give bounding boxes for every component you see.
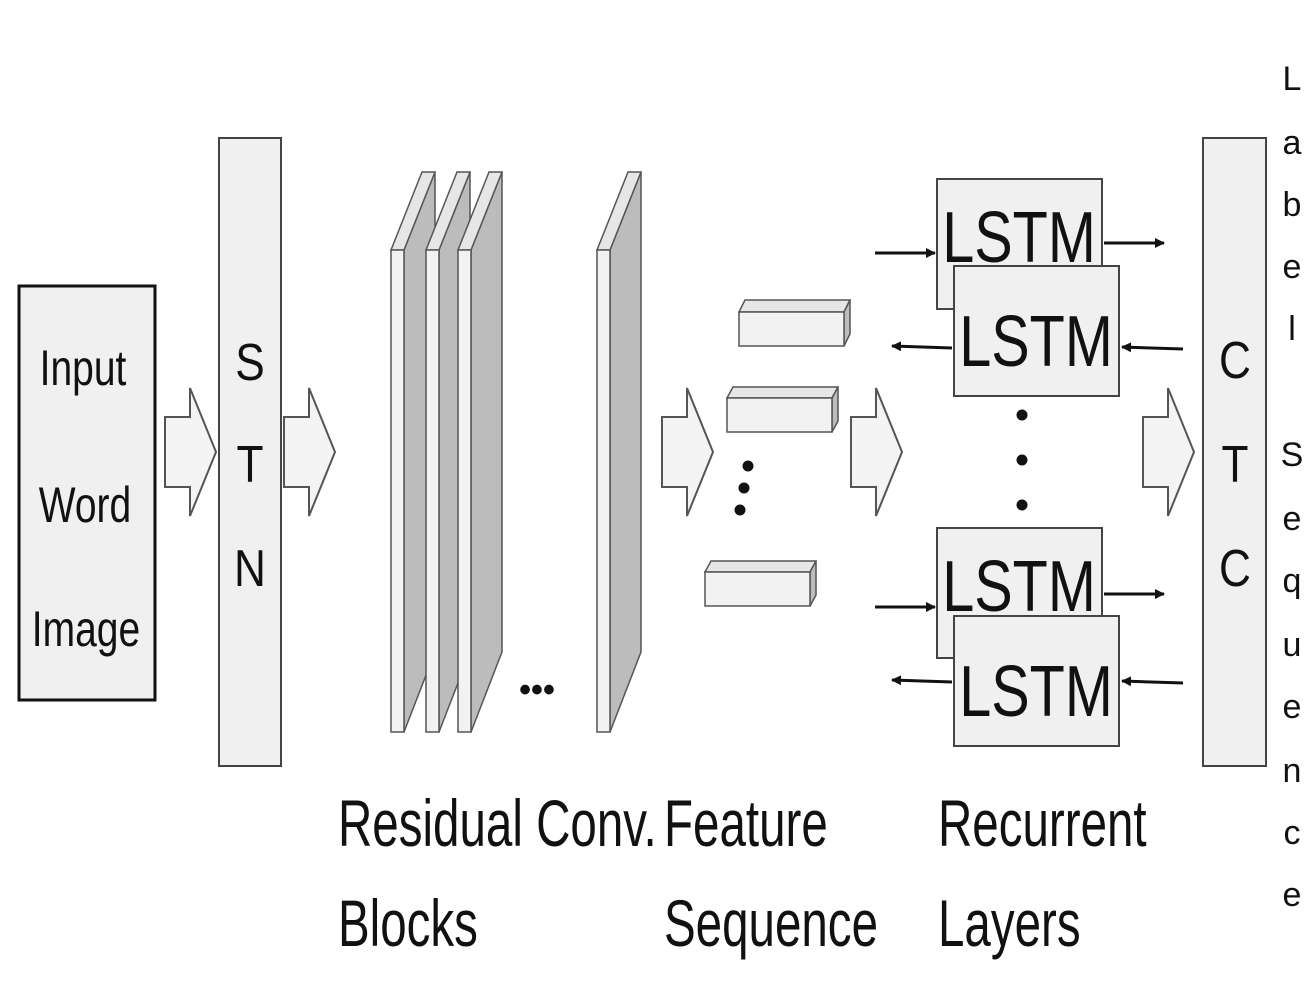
residual-conv-block-3 <box>456 171 504 733</box>
feature-ellipsis <box>734 460 754 516</box>
output-label-sequence: L a b e l S e q u e n c e <box>1281 60 1304 914</box>
lstm-backward-top: LSTM <box>953 265 1120 397</box>
feature-vector-2 <box>725 386 840 433</box>
flow-arrow-4 <box>850 387 904 517</box>
flow-arrow-3 <box>661 387 715 517</box>
output-letter: a <box>1283 124 1302 162</box>
input-label-line-1: Input <box>40 339 127 396</box>
caption-feature-line-2: Sequence <box>664 887 878 960</box>
lstm-label: LSTM <box>942 197 1096 278</box>
flow-arrow-5 <box>1142 387 1196 517</box>
lstm-ellipsis <box>1016 409 1028 511</box>
ctc-letter-2: T <box>1221 436 1248 494</box>
stn-box: S T N <box>218 137 282 767</box>
output-letter: S <box>1281 436 1304 474</box>
caption-recurrent-line-2: Layers <box>938 887 1081 960</box>
output-letter: e <box>1283 876 1302 914</box>
caption-residual-line-2: Blocks <box>338 887 478 960</box>
input-label-line-3: Image <box>32 600 140 657</box>
ctc-letter-3: C <box>1219 540 1251 598</box>
input-label-line-2: Word <box>39 476 131 533</box>
output-letter: u <box>1283 626 1302 664</box>
lstm-back-input-arrow-bottom <box>1121 676 1184 687</box>
flow-arrow-1 <box>164 387 218 517</box>
lstm-back-output-arrow-bottom <box>891 675 953 686</box>
ctc-letter-1: C <box>1219 332 1251 390</box>
lstm-label: LSTM <box>942 546 1096 627</box>
residual-conv-block-last <box>595 171 643 733</box>
flow-arrow-2 <box>283 387 337 517</box>
ctc-box: C T C <box>1202 137 1267 767</box>
feature-vector-last <box>703 560 818 607</box>
output-letter: c <box>1284 814 1301 852</box>
stn-letter-2: T <box>236 436 263 494</box>
lstm-back-output-arrow-top <box>891 341 953 352</box>
lstm-label: LSTM <box>959 301 1113 382</box>
caption-feature-line-1: Feature <box>664 787 828 860</box>
lstm-label: LSTM <box>959 651 1113 732</box>
stn-letter-1: S <box>235 334 264 392</box>
output-letter: e <box>1283 500 1302 538</box>
output-letter: e <box>1283 248 1302 286</box>
feature-vector-1 <box>737 299 852 347</box>
output-letter: e <box>1283 688 1302 726</box>
output-letter: b <box>1283 186 1302 224</box>
lstm-back-input-arrow-top <box>1121 342 1184 353</box>
output-letter: n <box>1283 752 1302 790</box>
output-letter: l <box>1288 310 1296 348</box>
input-word-image-box: Input Word Image <box>17 284 157 702</box>
lstm-backward-bottom: LSTM <box>953 615 1120 747</box>
output-letter: q <box>1283 562 1302 600</box>
caption-residual-line-1: Residual Conv. <box>338 787 657 860</box>
conv-ellipsis: ••• <box>519 671 555 709</box>
output-letter: L <box>1283 60 1302 98</box>
stn-letter-3: N <box>234 540 266 598</box>
caption-recurrent-line-1: Recurrent <box>938 787 1147 860</box>
